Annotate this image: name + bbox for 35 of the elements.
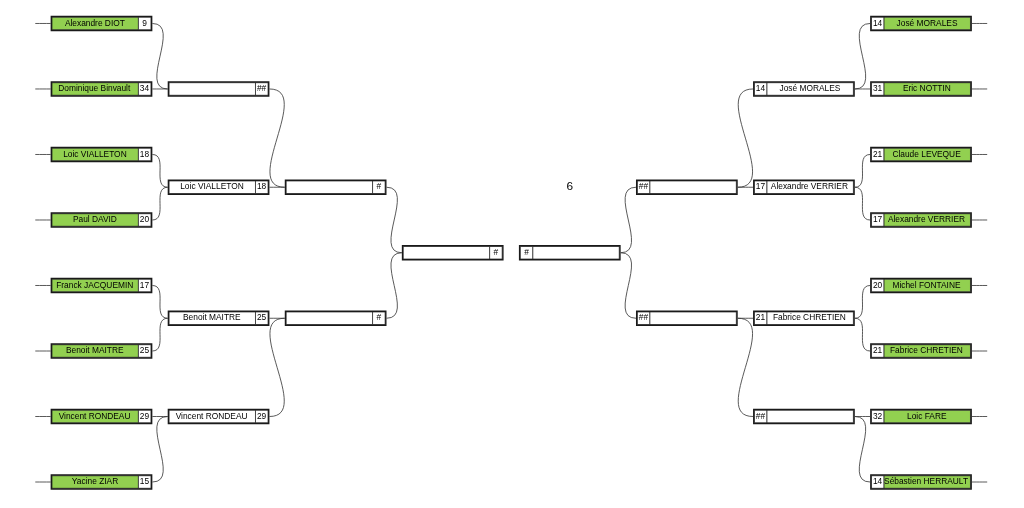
connector bbox=[853, 186, 871, 221]
connector bbox=[34, 154, 51, 155]
connector bbox=[151, 154, 168, 188]
connector bbox=[970, 416, 988, 417]
connector bbox=[736, 186, 753, 188]
connector bbox=[853, 154, 871, 188]
connector bbox=[268, 186, 285, 188]
connector bbox=[385, 252, 402, 319]
label: 6 bbox=[565, 179, 573, 194]
connector bbox=[970, 154, 988, 155]
connector bbox=[34, 88, 51, 90]
connector bbox=[151, 88, 168, 90]
connector bbox=[268, 88, 285, 188]
connector bbox=[853, 23, 871, 90]
connector bbox=[151, 317, 168, 352]
connector bbox=[736, 88, 753, 188]
connector bbox=[34, 481, 51, 483]
connector bbox=[853, 285, 871, 319]
connector bbox=[151, 285, 168, 319]
connector bbox=[619, 252, 636, 319]
connector bbox=[34, 23, 51, 24]
connector bbox=[34, 350, 51, 352]
connector bbox=[34, 219, 51, 221]
connector bbox=[34, 416, 51, 417]
connector bbox=[970, 285, 988, 286]
connector bbox=[151, 23, 168, 90]
connector bbox=[151, 186, 168, 221]
connector bbox=[34, 285, 51, 286]
connector bbox=[970, 481, 988, 483]
connector bbox=[853, 317, 871, 352]
connector bbox=[970, 23, 988, 24]
connector bbox=[853, 88, 871, 90]
connector bbox=[970, 219, 988, 221]
connector bbox=[970, 88, 988, 90]
connector bbox=[970, 350, 988, 352]
